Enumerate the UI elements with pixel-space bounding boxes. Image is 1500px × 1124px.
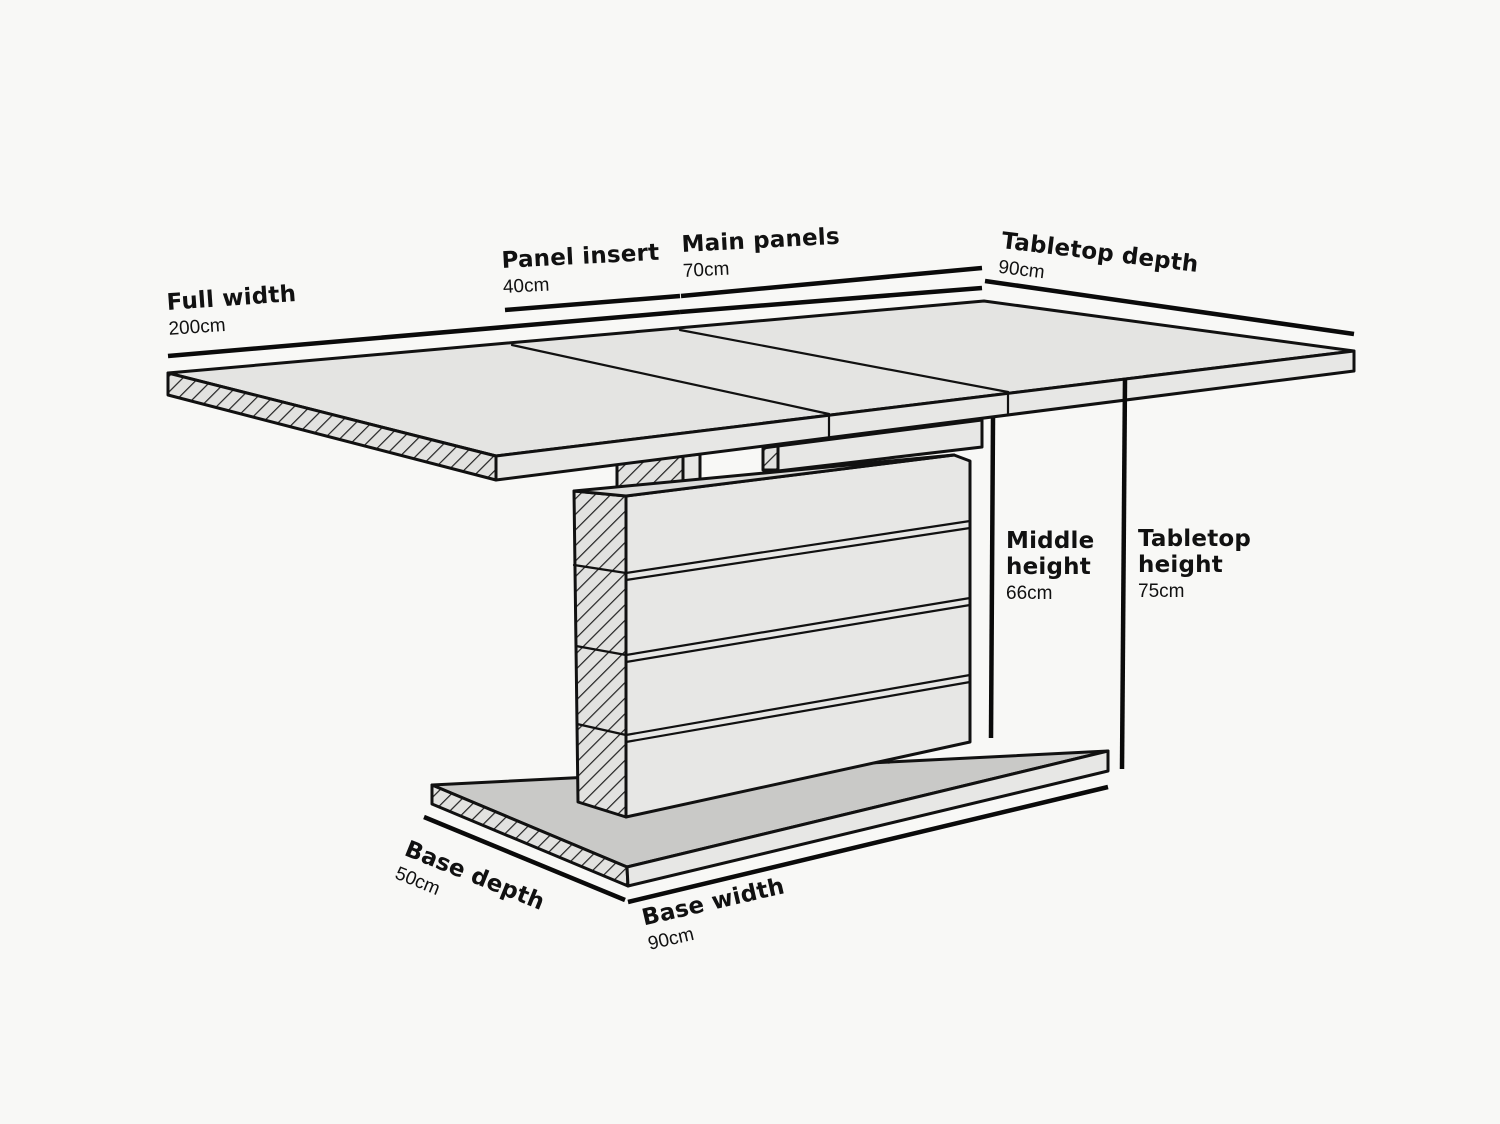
middle-height-name-2: height xyxy=(1006,554,1091,580)
pedestal xyxy=(572,453,972,819)
panel-insert-line xyxy=(504,293,681,313)
middle-height-label: Middle height 66cm xyxy=(1006,528,1095,604)
tabletop-height-line xyxy=(1119,377,1128,770)
tabletop-height-name-1: Tabletop xyxy=(1138,526,1252,552)
main-panels-label: Main panels 70cm xyxy=(680,223,842,282)
full-width-label: Full width 200cm xyxy=(165,280,299,340)
tabletop-height-name-2: height xyxy=(1138,552,1223,578)
base-depth-line xyxy=(423,814,626,903)
middle-height-value: 66cm xyxy=(1006,583,1053,604)
dimension-lines xyxy=(167,265,1355,905)
main-panels-name: Main panels xyxy=(680,223,841,258)
main-panels-line xyxy=(680,265,983,299)
full-width-name: Full width xyxy=(165,280,298,316)
panel-insert-name: Panel insert xyxy=(500,239,660,274)
base-width-line xyxy=(627,784,1109,905)
middle-height-name-1: Middle xyxy=(1006,528,1095,554)
panel-insert-label: Panel insert 40cm xyxy=(500,239,661,298)
tabletop-depth-line xyxy=(984,278,1355,337)
tabletop-height-label: Tabletop height 75cm xyxy=(1138,526,1252,602)
full-width-line xyxy=(167,309,681,359)
full-width-line-right xyxy=(679,285,983,315)
middle-height-line xyxy=(988,417,996,739)
tabletop xyxy=(166,299,1356,482)
tabletop-height-value: 75cm xyxy=(1138,581,1185,602)
